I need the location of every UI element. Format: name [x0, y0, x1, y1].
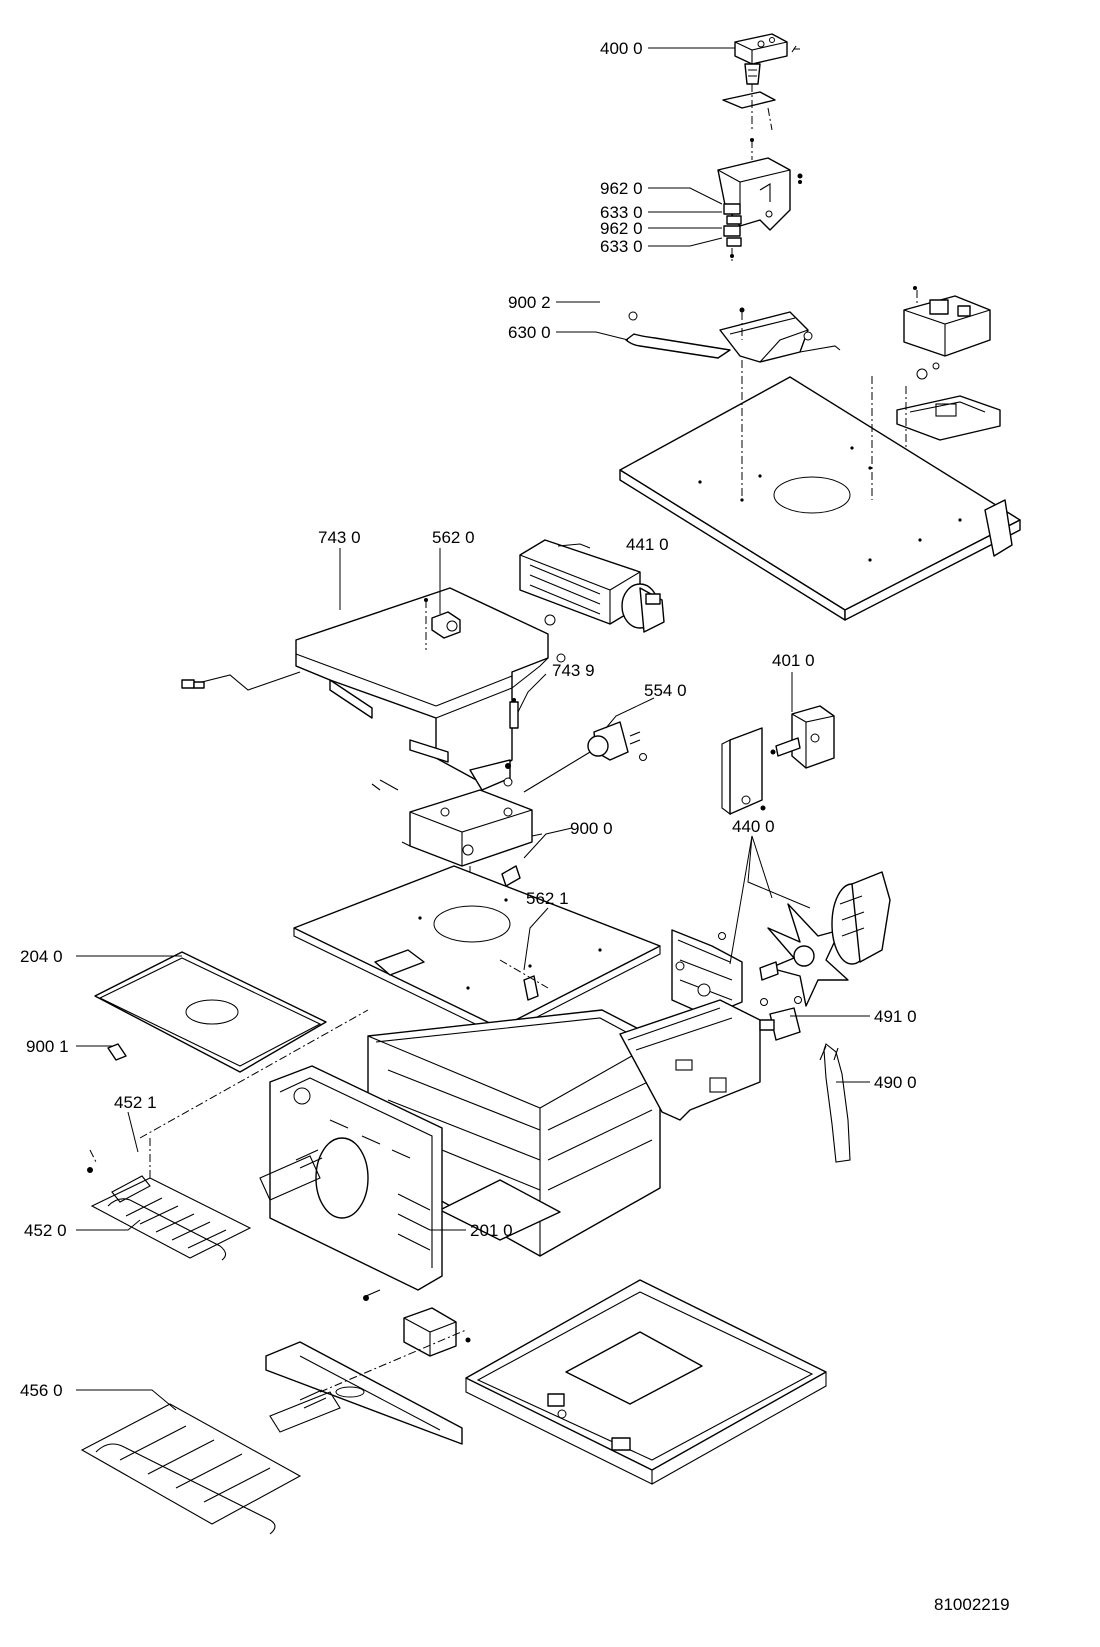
- thermostat-part: [424, 598, 566, 663]
- top-panel-part: [619, 360, 1021, 621]
- label-452-0: 452 0: [24, 1221, 67, 1240]
- label-441-0: 441 0: [626, 535, 669, 554]
- fan-cover-part: [671, 929, 743, 1017]
- label-900-0: 900 0: [570, 819, 613, 838]
- bottom-tray-part: [465, 1279, 827, 1485]
- label-201-0: 201 0: [470, 1221, 513, 1240]
- label-491-0: 491 0: [874, 1007, 917, 1026]
- label-204-0: 204 0: [20, 947, 63, 966]
- motor-bracket-part: [721, 705, 835, 816]
- label-400-0: 400 0: [600, 39, 643, 58]
- label-562-1: 562 1: [526, 889, 569, 908]
- callout-labels: 400 0 962 0 633 0 962 0 633 0 900 2 630 …: [20, 39, 1010, 1614]
- junction-box-part: [401, 777, 543, 900]
- label-562-0: 562 0: [432, 528, 475, 547]
- label-440-0: 440 0: [732, 817, 775, 836]
- label-962-0: 962 0: [600, 219, 643, 238]
- electronic-module-part: [896, 286, 1001, 520]
- label-743-0: 743 0: [318, 528, 361, 547]
- label-456-0: 456 0: [20, 1381, 63, 1400]
- grease-filter-part: [94, 951, 327, 1073]
- drawing-number: 81002219: [934, 1595, 1010, 1614]
- air-duct-part: [181, 587, 549, 791]
- label-900-1: 900 1: [26, 1037, 69, 1056]
- cooling-fan-part: [519, 539, 665, 633]
- label-630-0: 630 0: [508, 323, 551, 342]
- label-452-1: 452 1: [114, 1093, 157, 1112]
- convection-fan-part: [718, 871, 891, 1007]
- assembly-lines: [139, 376, 873, 1393]
- label-900-2: 900 2: [508, 293, 551, 312]
- terminal-blocks: [723, 203, 742, 262]
- door-frame-part: [269, 1065, 443, 1291]
- rod-bracket-part: [625, 307, 841, 363]
- lower-element-part: [80, 1389, 341, 1535]
- label-633-0: 633 0: [600, 203, 643, 222]
- label-633-0: 633 0: [600, 237, 643, 256]
- leader-lines: [76, 47, 870, 1411]
- pin-part: [509, 698, 519, 729]
- label-962-0: 962 0: [600, 179, 643, 198]
- inner-top-plate-part: [293, 865, 661, 1037]
- thermostat-capillary-part: [505, 721, 647, 793]
- timer-switch-part: [717, 33, 803, 231]
- lower-bracket-part: [265, 1289, 471, 1445]
- terminal-cable-part: [759, 996, 851, 1163]
- label-401-0: 401 0: [772, 651, 815, 670]
- grill-element-part: [87, 1149, 323, 1261]
- label-743-9: 743 9: [552, 661, 595, 680]
- label-554-0: 554 0: [644, 681, 687, 700]
- label-490-0: 490 0: [874, 1073, 917, 1092]
